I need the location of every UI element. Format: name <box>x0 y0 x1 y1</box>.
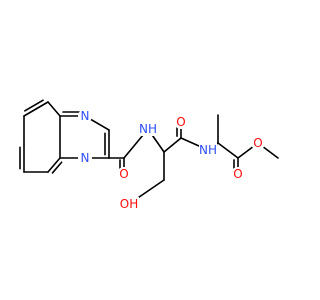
quinoxaline-serine-alanine-methyl-ester-structure: N N O NH OH O NH O O <box>19 99 279 211</box>
atom-o-amide2: O <box>174 115 188 129</box>
atom-o-hydroxyl: OH <box>119 197 139 211</box>
atom-nh-amide2-label: NH <box>199 143 217 157</box>
atom-o-hydroxyl-label: OH <box>120 197 138 211</box>
atom-n-ring-bottom-label: N <box>81 151 90 165</box>
atom-o-ester: O <box>251 136 265 150</box>
bond-layer <box>19 99 279 205</box>
atom-o-ester-carbonyl-label: O <box>233 167 242 181</box>
bond-ca2-cester <box>217 142 239 159</box>
atom-nh-amide1-label: NH <box>139 122 157 136</box>
atom-o-amide1-label: O <box>119 167 128 181</box>
bond-b6-c2 <box>47 157 61 173</box>
double-bond-b2-b1 <box>24 99 44 112</box>
atom-nh-amide1: NH <box>139 122 158 136</box>
atom-o-amide2-label: O <box>176 115 185 129</box>
atom-n-ring-bottom: N <box>78 151 92 165</box>
atom-n-ring-top: N <box>78 109 92 123</box>
atom-o-ester-carbonyl: O <box>231 167 245 181</box>
bond-ca-camide2 <box>163 137 182 153</box>
bond-c1-b2 <box>47 101 61 117</box>
bond-b2-b1 <box>23 101 49 117</box>
atom-o-ester-label: O <box>253 136 262 150</box>
atom-o-amide1: O <box>117 167 131 181</box>
double-bond-b6-c2 <box>51 161 63 174</box>
atom-nh-amide2: NH <box>199 143 217 157</box>
atom-n-ring-top-label: N <box>81 109 90 123</box>
